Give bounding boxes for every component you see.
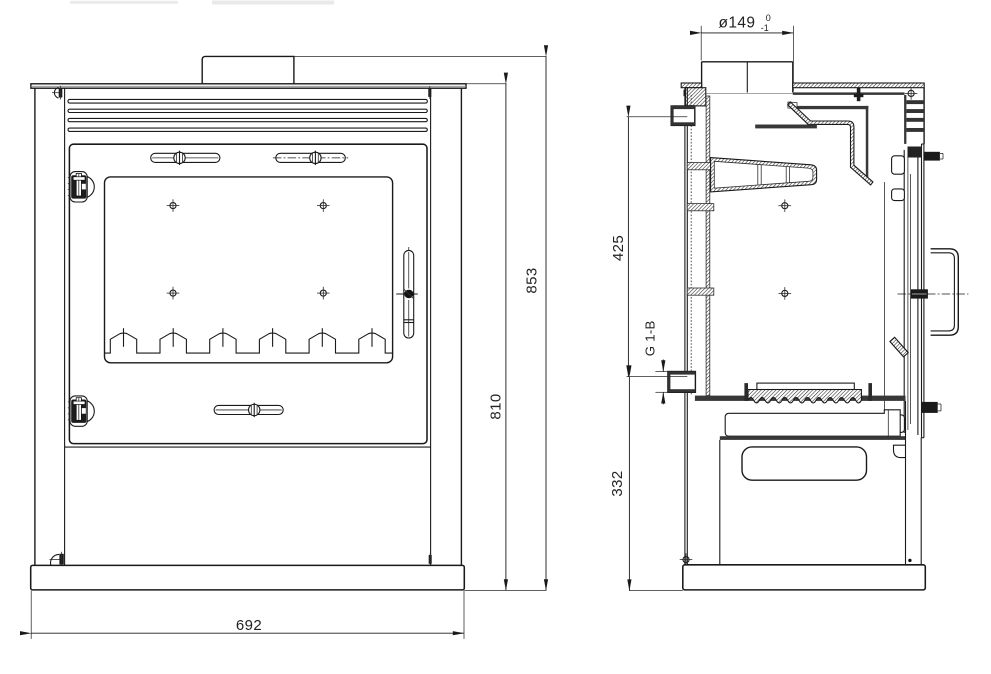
flue-collar-front <box>201 55 295 84</box>
air-slider-secondary <box>272 150 349 166</box>
dim-boiler-spacing-label: 425 <box>610 235 627 261</box>
door-glass <box>103 176 394 364</box>
side-section-view: ø149 0 -1 425 332 G 1-B <box>609 13 969 591</box>
smoke-deflector-front <box>755 101 874 186</box>
door-hinge-upper <box>67 171 95 203</box>
air-vent-louvres <box>67 98 428 132</box>
dim-heights: 810 853 <box>464 45 549 591</box>
body-front <box>34 88 463 566</box>
door-hinge-lower <box>67 395 95 427</box>
panel-screw-bottom-left <box>49 551 64 566</box>
panel-screw-top-right <box>428 86 432 99</box>
boiler-stub-upper <box>670 105 696 127</box>
dim-width: 692 <box>20 590 465 639</box>
base-side <box>682 564 927 591</box>
dim-thread: G 1-B <box>642 320 669 405</box>
dim-base-height: 332 <box>609 365 683 591</box>
dim-thread-label: G 1-B <box>642 320 657 356</box>
air-slider-bottom <box>213 402 284 418</box>
dim-width-label: 692 <box>236 617 262 634</box>
boiler-stub-lower <box>667 370 697 393</box>
front-wall-side <box>904 87 925 144</box>
grate-side <box>694 382 906 404</box>
air-slider-primary <box>150 150 221 166</box>
panel-screw-bottom-right <box>428 553 432 566</box>
ash-drawer-side <box>724 409 901 437</box>
top-edge-artifact <box>70 0 334 5</box>
glass-screws <box>166 199 330 300</box>
base-front <box>29 564 466 591</box>
dim-height-total-label: 853 <box>524 267 541 293</box>
panel-screw-top-left <box>52 85 63 100</box>
door-handle-front <box>396 247 418 339</box>
dim-boiler-spacing: 425 <box>610 105 688 378</box>
dim-flue-tol-upper: 0 <box>766 13 771 23</box>
front-view: 692 810 853 <box>20 0 549 639</box>
dim-flue-label: ø149 <box>719 15 756 32</box>
dim-height-body-label: 810 <box>487 393 504 419</box>
top-plate-side <box>680 82 925 89</box>
firebox-screws-side <box>778 199 792 300</box>
dim-flue-tol-lower: -1 <box>761 23 769 33</box>
pedestal-side <box>679 400 922 566</box>
flame-cutouts <box>104 328 393 354</box>
dim-base-height-label: 332 <box>609 470 626 496</box>
dim-flue: ø149 0 -1 <box>690 13 794 91</box>
door-handle-side <box>897 248 969 336</box>
top-plate-front <box>30 83 467 89</box>
flue-collar-side <box>700 61 794 93</box>
back-wall-side <box>684 87 715 565</box>
baffle-wedge <box>710 157 818 193</box>
